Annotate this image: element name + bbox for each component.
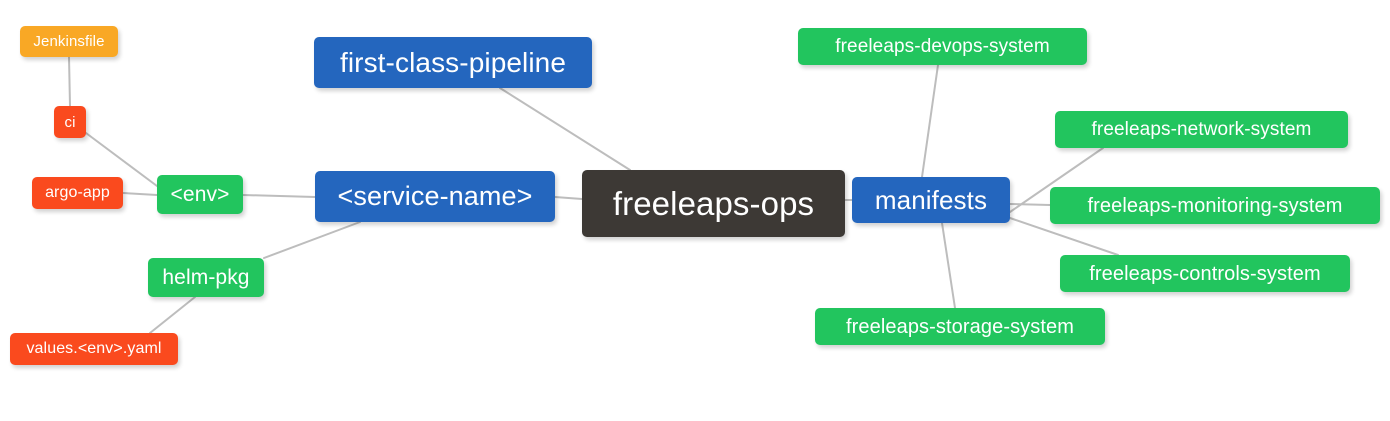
node-freeleaps-devops-system[interactable]: freeleaps-devops-system (798, 28, 1087, 65)
node-label-jenkinsfile: Jenkinsfile (33, 33, 105, 50)
node-helm-pkg[interactable]: helm-pkg (148, 258, 264, 297)
node-label-helm-pkg: helm-pkg (162, 266, 250, 289)
node-argo-app[interactable]: argo-app (32, 177, 123, 209)
edge-argo-app-to-env (122, 192, 158, 196)
edge-jenkinsfile-to-ci (68, 56, 71, 107)
node-freeleaps-controls-system[interactable]: freeleaps-controls-system (1060, 255, 1350, 292)
node-values-yaml[interactable]: values.<env>.yaml (10, 333, 178, 365)
node-label-first-class-pipeline: first-class-pipeline (339, 46, 567, 78)
edge-first-class-pipeline-to-freeleaps-ops (499, 87, 631, 171)
edge-manifests-to-freeleaps-monitoring-system (1009, 203, 1051, 206)
node-freeleaps-monitoring-system[interactable]: freeleaps-monitoring-system (1050, 187, 1380, 224)
node-jenkinsfile[interactable]: Jenkinsfile (20, 26, 118, 57)
edge-helm-pkg-to-service-name (263, 221, 361, 259)
node-freeleaps-ops[interactable]: freeleaps-ops (582, 170, 845, 237)
node-label-freeleaps-storage-system: freeleaps-storage-system (845, 315, 1075, 338)
edge-service-name-to-freeleaps-ops (554, 196, 583, 200)
node-label-ci: ci (64, 113, 76, 131)
node-ci[interactable]: ci (54, 106, 86, 138)
node-label-freeleaps-network-system: freeleaps-network-system (1091, 119, 1312, 140)
edge-values-yaml-to-helm-pkg (149, 296, 196, 334)
edge-manifests-to-freeleaps-storage-system (941, 222, 956, 309)
node-freeleaps-storage-system[interactable]: freeleaps-storage-system (815, 308, 1105, 345)
node-label-freeleaps-monitoring-system: freeleaps-monitoring-system (1087, 194, 1343, 217)
node-label-freeleaps-ops: freeleaps-ops (612, 185, 815, 222)
node-label-values-yaml: values.<env>.yaml (26, 340, 162, 357)
node-label-service-name: <service-name> (337, 181, 533, 211)
edge-manifests-to-freeleaps-devops-system (921, 64, 939, 178)
node-label-argo-app: argo-app (45, 184, 110, 201)
edge-env-to-service-name (242, 194, 316, 198)
node-label-freeleaps-devops-system: freeleaps-devops-system (835, 36, 1050, 57)
node-label-manifests: manifests (874, 185, 988, 215)
node-label-env: <env> (170, 183, 230, 206)
node-freeleaps-network-system[interactable]: freeleaps-network-system (1055, 111, 1348, 148)
node-env[interactable]: <env> (157, 175, 243, 214)
node-service-name[interactable]: <service-name> (315, 171, 555, 222)
node-manifests[interactable]: manifests (852, 177, 1010, 223)
node-first-class-pipeline[interactable]: first-class-pipeline (314, 37, 592, 88)
node-label-freeleaps-controls-system: freeleaps-controls-system (1089, 262, 1321, 285)
